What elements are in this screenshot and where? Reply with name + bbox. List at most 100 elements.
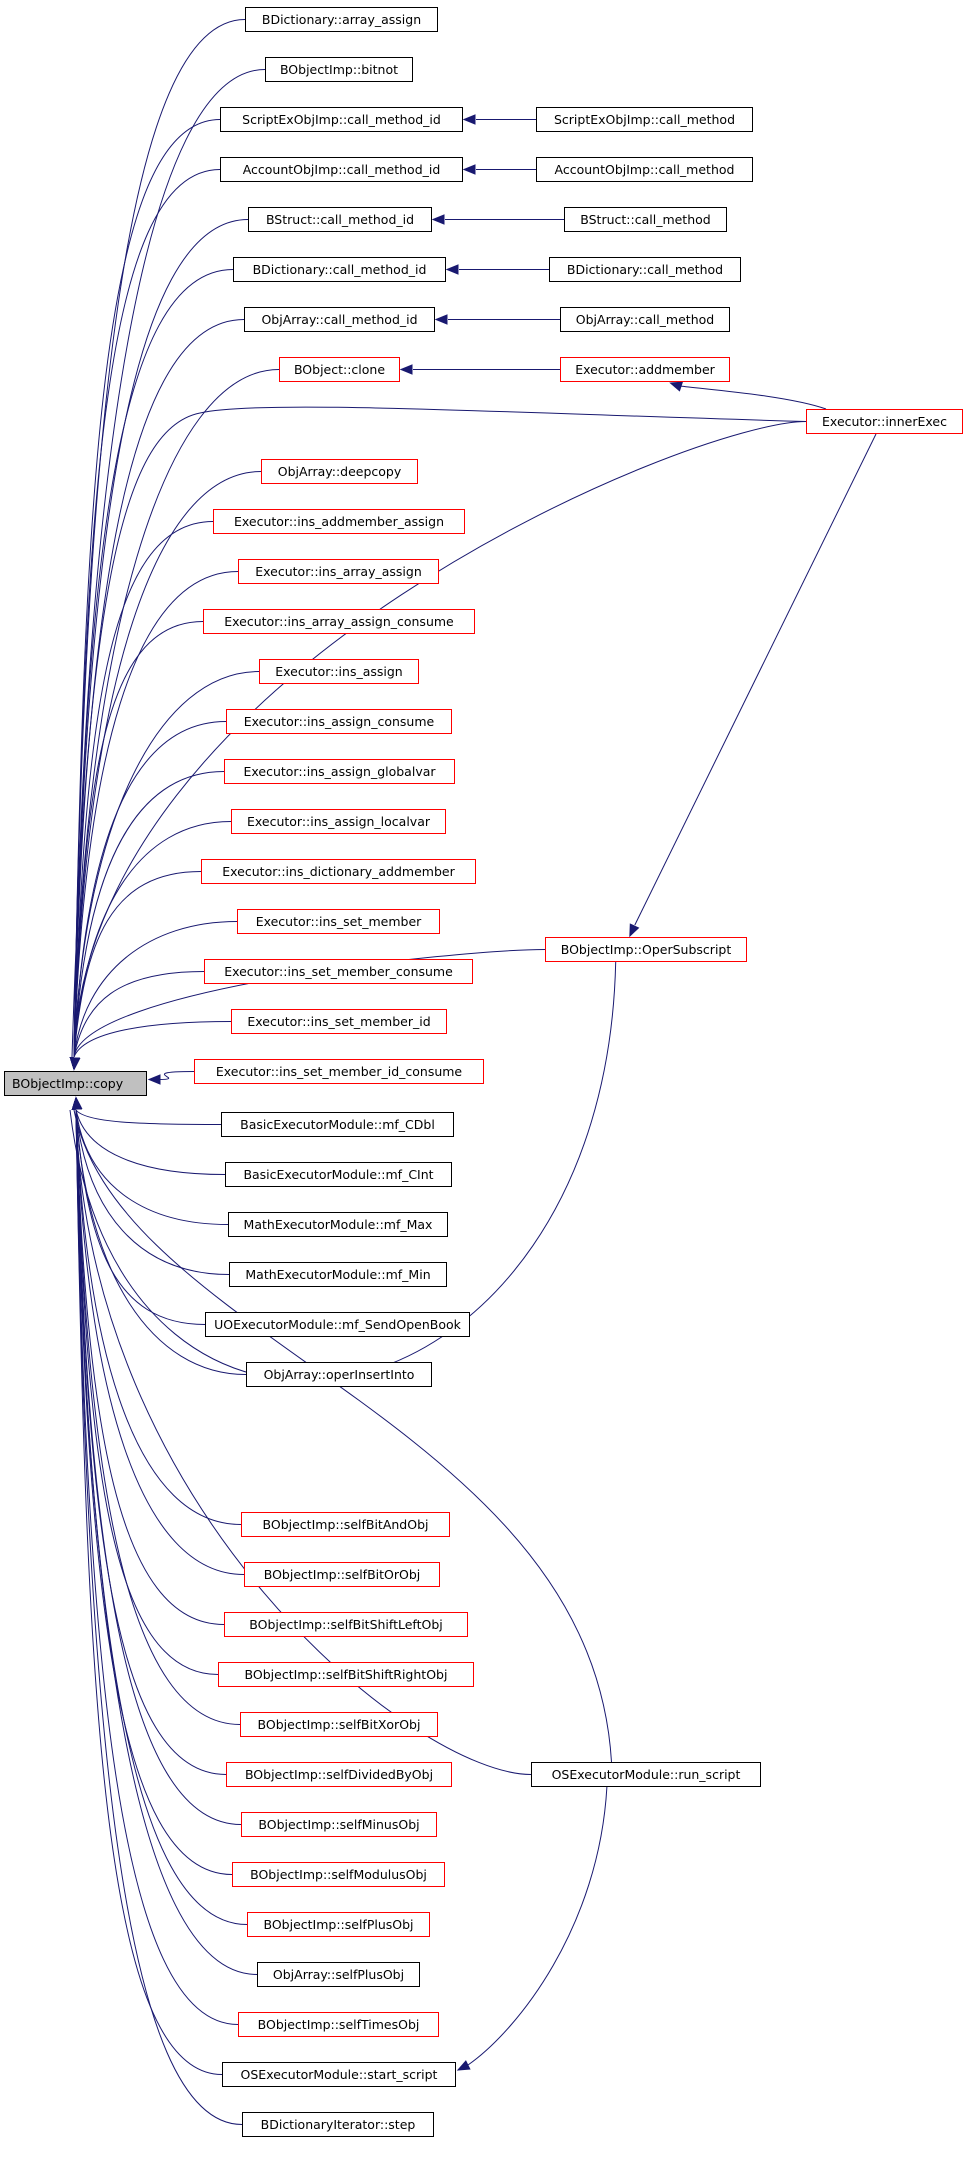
edge-n30-to-n_root (75, 1109, 225, 1625)
node-basicexecutormodule-mf-cdbl[interactable]: BasicExecutorModule::mf_CDbl (221, 1112, 454, 1137)
node-executor-ins-dictionary-addmember[interactable]: Executor::ins_dictionary_addmember (201, 859, 476, 884)
node-scriptexobjimp-call-method[interactable]: ScriptExObjImp::call_method (536, 107, 753, 132)
edge-n_ie-to-n_root (73, 421, 807, 1058)
edge-n25-to-n_root (75, 1109, 230, 1275)
node-bobjectimp-selfdividedbyobj[interactable]: BObjectImp::selfDividedByObj (226, 1762, 452, 1787)
edge-run-script-curve-to-root (73, 1109, 612, 1763)
node-mathexecutormodule-mf-min[interactable]: MathExecutorModule::mf_Min (229, 1262, 447, 1287)
node-accountobjimp-call-method-id[interactable]: AccountObjImp::call_method_id (220, 157, 463, 182)
node-bobjectimp-selfminusobj[interactable]: BObjectImp::selfMinusObj (241, 1812, 437, 1837)
node-executor-ins-array-assign[interactable]: Executor::ins_array_assign (238, 559, 439, 584)
edge-n20-to-n_root (73, 1021, 232, 1058)
edge-n7-to-n_root (73, 319, 245, 1058)
node-mathexecutormodule-mf-max[interactable]: MathExecutorModule::mf_Max (228, 1212, 448, 1237)
node-executor-ins-set-member-consume[interactable]: Executor::ins_set_member_consume (204, 959, 473, 984)
edge-n15-to-n_root (73, 771, 225, 1058)
node-bobjectimp-bitnot[interactable]: BObjectImp::bitnot (265, 57, 413, 82)
node-bobjectimp-selfbitxorobj[interactable]: BObjectImp::selfBitXorObj (240, 1712, 438, 1737)
edge-n_rs-to-n39-arrow (456, 2060, 471, 2071)
node-accountobjimp-call-method[interactable]: AccountObjImp::call_method (536, 157, 753, 182)
edge-n_ie-to-n_os-arrow (629, 923, 640, 938)
edge-n18-to-n_root (73, 921, 238, 1058)
edge-n29-to-n_root (75, 1109, 245, 1575)
node-bobjectimp-opersubscript[interactable]: BObjectImp::OperSubscript (545, 937, 747, 962)
edge-n4-to-n_root (73, 169, 221, 1058)
edge-n28-to-n_root (75, 1109, 242, 1525)
node-bobjectimp-selfbitorobj[interactable]: BObjectImp::selfBitOrObj (244, 1562, 440, 1587)
edge-n_rs-to-n39 (467, 1786, 608, 2066)
edge-n10-to-n_root (73, 521, 214, 1058)
edge-n37-to-n_root (75, 1109, 258, 1975)
edge-n19-to-n_root (73, 971, 205, 1058)
node-osexecutormodule-start-script[interactable]: OSExecutorModule::start_script (222, 2062, 456, 2087)
edge-n14-to-n_root (73, 721, 227, 1058)
node-osexecutormodule-run-script[interactable]: OSExecutorModule::run_script (531, 1762, 761, 1787)
edge-n33-to-n_root (75, 1109, 227, 1775)
node-scriptexobjimp-call-method-id[interactable]: ScriptExObjImp::call_method_id (220, 107, 463, 132)
edge-n35-to-n_root (75, 1109, 233, 1875)
node-basicexecutormodule-mf-cint[interactable]: BasicExecutorModule::mf_CInt (225, 1162, 452, 1187)
edge-n6b-to-n6-arrow (445, 264, 459, 275)
node-objarray-call-method-id[interactable]: ObjArray::call_method_id (244, 307, 435, 332)
edge-n40-to-n_root-arrow (71, 1096, 83, 1110)
node-objarray-operinsertinto[interactable]: ObjArray::operInsertInto (246, 1362, 432, 1387)
node-bobjectimp-selfmodulusobj[interactable]: BObjectImp::selfModulusObj (232, 1862, 445, 1887)
node-bdictionaryiterator-step[interactable]: BDictionaryIterator::step (242, 2112, 434, 2137)
node-bobjectimp-selfbitandobj[interactable]: BObjectImp::selfBitAndObj (241, 1512, 450, 1537)
edge-n_ie-to-n_os (634, 433, 877, 926)
edge-n17-to-n_root (73, 871, 202, 1058)
edge-n22-to-n_root (75, 1109, 222, 1125)
node-executor-addmember[interactable]: Executor::addmember (560, 357, 730, 382)
edge-n34-to-n_root (75, 1109, 242, 1825)
edge-n11-to-n_root (73, 571, 239, 1058)
edge-innerexec-curve-to-root (71, 406, 807, 1058)
node-objarray-selfplusobj[interactable]: ObjArray::selfPlusObj (257, 1962, 420, 1987)
edge-n_ie-to-n8b-arrow (669, 381, 684, 392)
node-executor-ins-assign-globalvar[interactable]: Executor::ins_assign_globalvar (224, 759, 455, 784)
edge-n3b-to-n3-arrow (462, 114, 476, 125)
node-bobjectimp-selfbitshiftleftobj[interactable]: BObjectImp::selfBitShiftLeftObj (224, 1612, 468, 1637)
node-executor-ins-assign-localvar[interactable]: Executor::ins_assign_localvar (231, 809, 446, 834)
node-executor-ins-assign[interactable]: Executor::ins_assign (259, 659, 419, 684)
node-executor-ins-set-member-id-consume[interactable]: Executor::ins_set_member_id_consume (194, 1059, 484, 1084)
node-objarray-deepcopy[interactable]: ObjArray::deepcopy (261, 459, 418, 484)
node-bstruct-call-method[interactable]: BStruct::call_method (564, 207, 727, 232)
edge-n8b-to-n8-arrow (399, 364, 413, 375)
node-bdictionary-array-assign[interactable]: BDictionary::array_assign (245, 7, 438, 32)
edge-n7b-to-n7-arrow (434, 314, 448, 325)
edge-n12-to-n_root (73, 621, 204, 1058)
node-bdictionary-call-method[interactable]: BDictionary::call_method (549, 257, 741, 282)
edge-n4b-to-n4-arrow (462, 164, 476, 175)
edge-n6-to-n_root (73, 269, 234, 1058)
edge-n24-to-n_root (75, 1109, 229, 1225)
edge-n5b-to-n5-arrow (431, 214, 445, 225)
edge-n32-to-n_root (75, 1109, 241, 1725)
node-objarray-call-method[interactable]: ObjArray::call_method (560, 307, 730, 332)
edge-n40-to-n_root (75, 1109, 243, 2125)
node-bobjectimp-selfplusobj[interactable]: BObjectImp::selfPlusObj (247, 1912, 430, 1937)
node-executor-innerexec[interactable]: Executor::innerExec (806, 409, 963, 434)
edge-n27-to-n_root (75, 1109, 247, 1375)
node-executor-ins-assign-consume[interactable]: Executor::ins_assign_consume (226, 709, 452, 734)
edge-n31-to-n_root (75, 1109, 219, 1675)
edge-n_ie-to-n8b (680, 385, 827, 410)
edge-n38-to-n_root (75, 1109, 239, 2025)
node-executor-ins-set-member[interactable]: Executor::ins_set_member (237, 909, 440, 934)
node-uoexecutormodule-mf-sendopenbook[interactable]: UOExecutorModule::mf_SendOpenBook (205, 1312, 470, 1337)
node-bstruct-call-method-id[interactable]: BStruct::call_method_id (248, 207, 432, 232)
node-bobjectimp-selftimesobj[interactable]: BObjectImp::selfTimesObj (238, 2012, 439, 2037)
node-bobject-clone[interactable]: BObject::clone (279, 357, 400, 382)
edge-n8-to-n_root (73, 369, 280, 1058)
edge-n21-to-n_root-arrow (147, 1074, 161, 1085)
node-executor-ins-array-assign-consume[interactable]: Executor::ins_array_assign_consume (203, 609, 475, 634)
edge-n21-to-n_root (158, 1071, 195, 1080)
edge-n_rs-to-n_root (75, 1109, 532, 1775)
node-bobjectimp-selfbitshiftrightobj[interactable]: BObjectImp::selfBitShiftRightObj (218, 1662, 474, 1687)
node-executor-ins-addmember-assign[interactable]: Executor::ins_addmember_assign (213, 509, 465, 534)
edge-n_os-to-n_root-arrow (69, 1057, 81, 1071)
node-executor-ins-set-member-id[interactable]: Executor::ins_set_member_id (231, 1009, 447, 1034)
edge-n23-to-n_root (75, 1109, 226, 1175)
node-bdictionary-call-method-id[interactable]: BDictionary::call_method_id (233, 257, 446, 282)
